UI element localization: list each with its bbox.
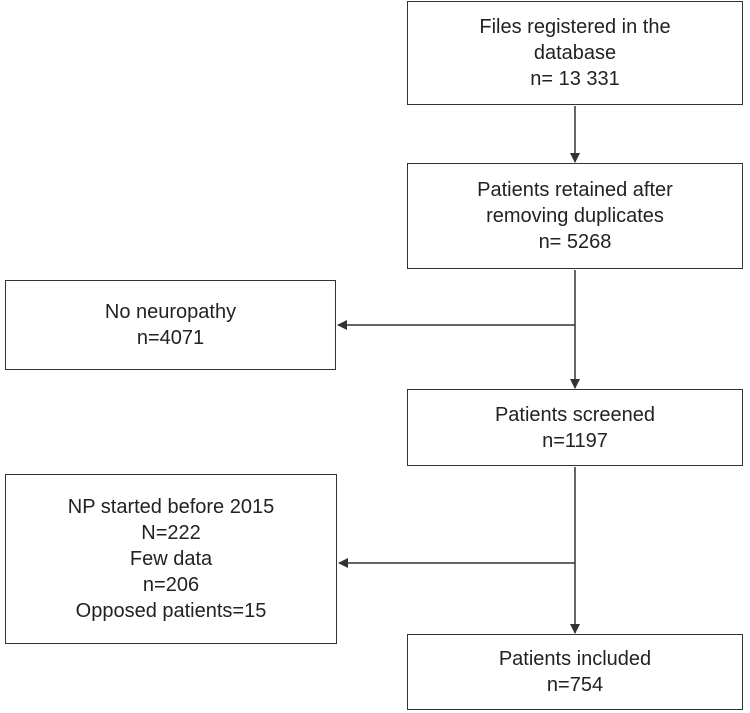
node-text-line: Opposed patients=15 <box>75 600 267 622</box>
node-count: N=222 <box>141 522 201 544</box>
node-no-neuropathy: No neuropathy n=4071 <box>5 280 336 370</box>
node-patients-screened: Patients screened n=1197 <box>407 389 743 466</box>
node-count: n= 5268 <box>538 231 612 253</box>
node-count: n=206 <box>142 574 200 596</box>
node-text-line: removing duplicates <box>486 205 664 227</box>
node-excluded: NP started before 2015 N=222 Few data n=… <box>5 474 337 644</box>
node-text-line: Files registered in the <box>479 16 671 38</box>
node-text-line: database <box>533 42 617 64</box>
node-patients-included: Patients included n=754 <box>407 634 743 710</box>
node-count: n=4071 <box>136 327 205 349</box>
node-text-line: No neuropathy <box>104 301 237 323</box>
node-text-line: Patients screened <box>494 403 656 426</box>
node-count: n=1197 <box>542 429 608 452</box>
node-text-line: Patients included <box>498 648 652 670</box>
node-count: n=754 <box>546 674 604 696</box>
node-text-line: NP started before 2015 <box>67 496 275 518</box>
node-text-line: Few data <box>129 548 213 570</box>
node-count: n= 13 331 <box>530 68 620 90</box>
node-files-registered: Files registered in the database n= 13 3… <box>407 1 743 105</box>
node-text-line: Patients retained after <box>477 179 673 201</box>
node-patients-retained: Patients retained after removing duplica… <box>407 163 743 269</box>
